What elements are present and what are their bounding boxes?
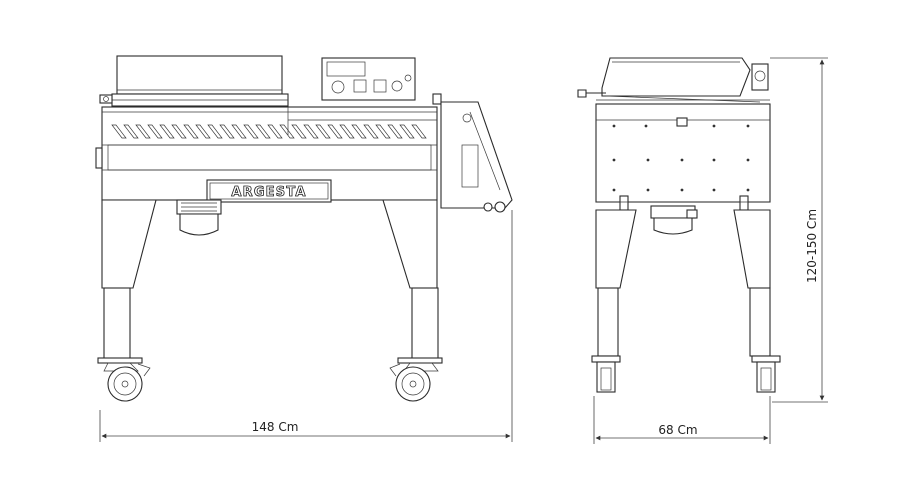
- vent-slat: [135, 124, 151, 139]
- bolt: [646, 158, 650, 162]
- sealing-hood: [99, 55, 289, 107]
- bolt: [746, 124, 750, 128]
- height-label: 120-150 Cm: [805, 209, 819, 283]
- bolt: [646, 188, 650, 192]
- vent-slat: [291, 124, 307, 139]
- vent-slat: [315, 124, 331, 139]
- width-label: 148 Cm: [252, 420, 299, 434]
- bolt: [712, 124, 716, 128]
- body-bolts: [612, 124, 750, 192]
- bolt: [680, 158, 684, 162]
- width-dimension: 148 Cm: [99, 210, 513, 442]
- vent-slat: [351, 124, 367, 139]
- vent-slat: [219, 124, 235, 139]
- side-conveyor: [440, 101, 513, 213]
- vent-slat: [183, 124, 199, 139]
- vent-slat: [195, 124, 211, 139]
- bolt: [644, 124, 648, 128]
- front-legs: [101, 199, 439, 361]
- vent-slat: [327, 124, 343, 139]
- vent-slat: [243, 124, 259, 139]
- bolt: [612, 158, 616, 162]
- brand-label: ARGESTA: [231, 185, 306, 200]
- side-hood: [577, 57, 770, 105]
- depth-dimension: 68 Cm: [593, 396, 771, 444]
- motor: [176, 199, 222, 236]
- vent-slat: [339, 124, 355, 139]
- vent-slat: [255, 124, 271, 139]
- vent-slat: [411, 124, 427, 139]
- vent-slat: [231, 124, 247, 139]
- vent-slats: [111, 124, 427, 139]
- caster-left: [97, 357, 151, 402]
- side-caster-left: [591, 355, 621, 393]
- brand-plate: ARGESTA: [206, 179, 332, 203]
- power-button-icon: [391, 80, 403, 92]
- vent-slat: [279, 124, 295, 139]
- side-legs: [595, 209, 771, 357]
- bolt: [746, 158, 750, 162]
- vent-slat: [387, 124, 403, 139]
- bolt: [712, 158, 716, 162]
- depth-label: 68 Cm: [658, 423, 697, 437]
- side-caster-right: [751, 355, 781, 393]
- switch-icon: [373, 79, 387, 93]
- vent-slat: [375, 124, 391, 139]
- switch-icon: [353, 79, 367, 93]
- bolt: [612, 188, 616, 192]
- bolt: [712, 188, 716, 192]
- vent-slat: [147, 124, 163, 139]
- vent-slat: [123, 124, 139, 139]
- vent-slat: [111, 124, 127, 139]
- vent-slat: [171, 124, 187, 139]
- vent-slat: [267, 124, 283, 139]
- vent-slat: [303, 124, 319, 139]
- caster-right: [389, 357, 443, 402]
- bolt: [612, 124, 616, 128]
- vent-slat: [207, 124, 223, 139]
- side-knob-icon: [754, 70, 766, 82]
- bolt: [680, 188, 684, 192]
- bolt: [746, 188, 750, 192]
- control-panel: [321, 57, 442, 105]
- front-view: ARGESTA: [95, 55, 513, 442]
- temperature-knob-icon: [331, 80, 345, 94]
- vent-slat: [399, 124, 415, 139]
- side-motor: [650, 205, 698, 235]
- side-body: [595, 103, 771, 211]
- height-dimension: 120-150 Cm: [770, 57, 828, 403]
- vent-slat: [363, 124, 379, 139]
- side-view: 68 Cm 120-150 Cm: [577, 57, 828, 444]
- vent-slat: [159, 124, 175, 139]
